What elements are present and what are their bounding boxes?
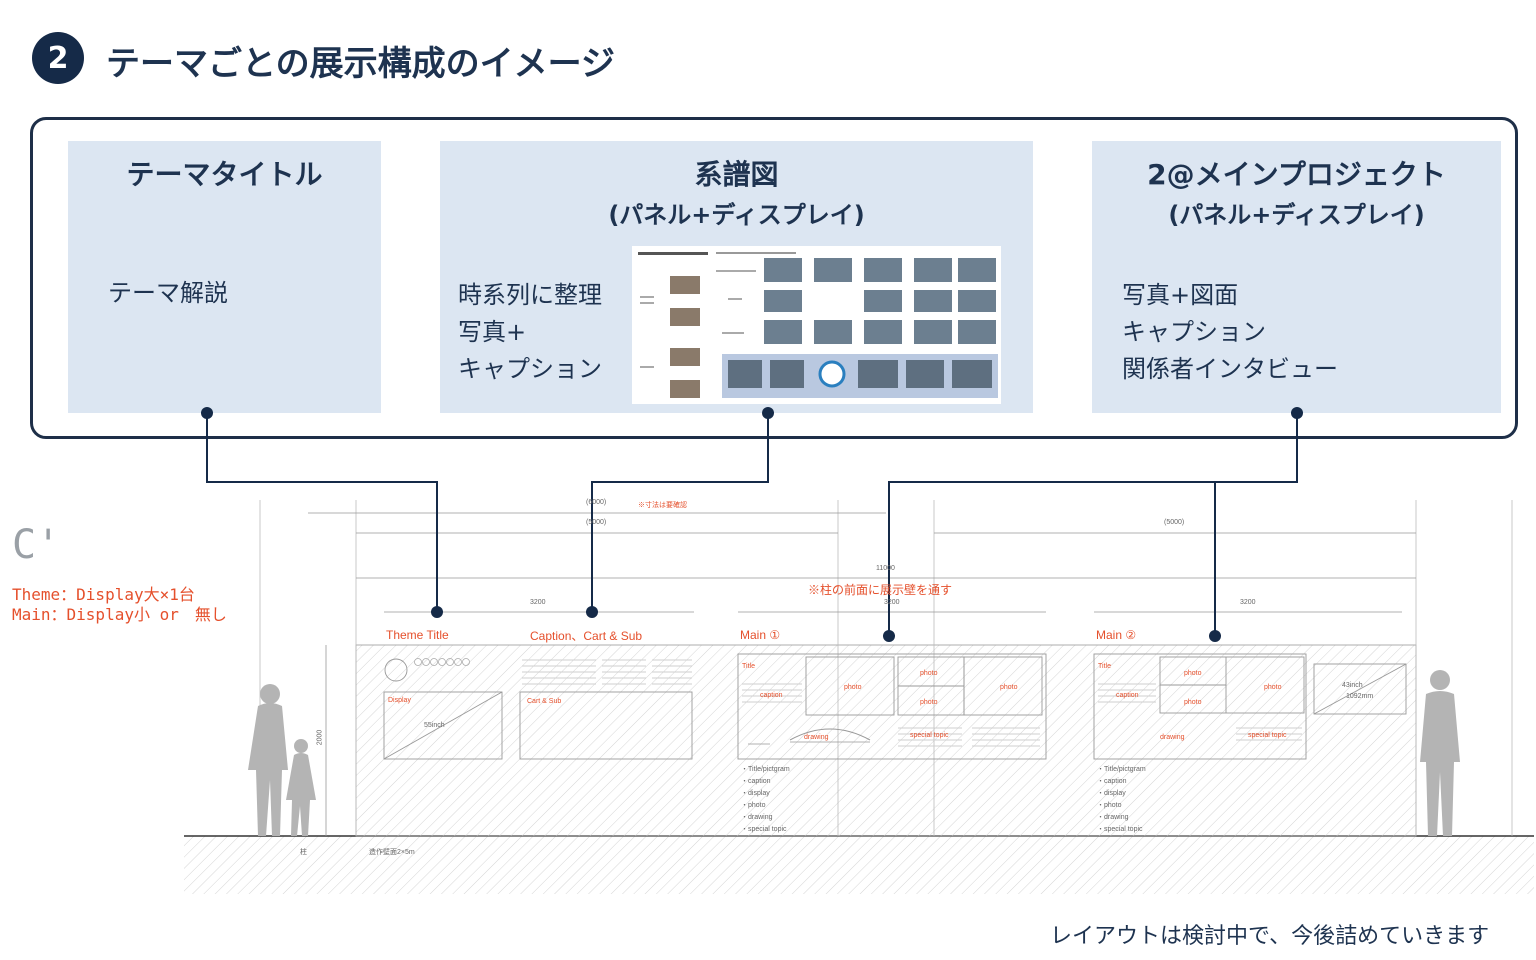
dimension-label: 3200: [884, 599, 900, 606]
list-item: ・special topic: [741, 826, 787, 833]
panel-photo-label: photo: [1184, 670, 1202, 677]
dimension-label: 3200: [530, 599, 546, 606]
zone-label-main2: Main ②: [1096, 628, 1137, 642]
list-item: ・special topic: [1097, 826, 1143, 833]
card-subtitle: (パネル+ディスプレイ): [1168, 201, 1425, 229]
card-subtitle: (パネル+ディスプレイ): [608, 201, 865, 229]
list-item: ・display: [1097, 790, 1126, 797]
height-dimension: 2000: [316, 729, 324, 746]
panel-photo-label: photo: [1264, 684, 1282, 691]
display-size-label: 55inch: [424, 722, 445, 729]
list-item: ・caption: [1097, 778, 1127, 785]
display-size-label: 1092mm: [1346, 693, 1374, 700]
footer-note: レイアウトは検討中で、今後詰めていきます: [1050, 924, 1490, 949]
panel-special-label: special topic: [910, 732, 949, 739]
card-line: 時系列に整理: [458, 281, 602, 309]
display-label: Display: [388, 697, 411, 704]
wall-label: 造作壁面2×5m: [369, 849, 415, 856]
panel-photo-label: photo: [844, 684, 862, 691]
cart-sub-label: Cart & Sub: [527, 698, 562, 705]
theme-frame: [30, 117, 1518, 439]
card-line: 写真+図面: [1122, 281, 1239, 309]
content-list-main1: ・Title/pictgram ・caption ・display ・photo…: [741, 764, 790, 836]
display-note-line: Theme：Display大×1台: [12, 585, 195, 604]
display-size-label: 43inch: [1342, 682, 1363, 689]
panel-photo-label: photo: [920, 670, 938, 677]
connector-dot: [201, 407, 213, 419]
page-title: テーマごとの展示構成のイメージ: [106, 44, 615, 84]
display-note-line: Main：Display小 or 無し: [12, 605, 227, 624]
list-item: ・caption: [741, 778, 771, 785]
panel-caption-label: caption: [760, 692, 783, 699]
panel-caption-label: caption: [1116, 692, 1139, 699]
card-theme-title: テーマタイトル テーマ解説: [68, 141, 381, 413]
panel-title-label: Title: [742, 663, 755, 670]
column-note: ※柱の前面に展示壁を通す: [808, 583, 953, 597]
list-item: ・Title/pictgram: [741, 766, 790, 773]
pillar-label: 柱: [300, 849, 307, 856]
list-item: ・photo: [1097, 802, 1122, 809]
dimension-label: (5000): [586, 519, 607, 526]
list-item: ・drawing: [1097, 814, 1129, 821]
dimension-label: 3200: [1240, 599, 1256, 606]
dimension-label: (5000): [1164, 519, 1185, 526]
connector-dot: [762, 407, 774, 419]
section-number-badge: 2: [32, 32, 84, 84]
card-title: 2@メインプロジェクト: [1147, 158, 1446, 191]
list-item: ・photo: [741, 802, 766, 809]
panel-drawing-label: drawing: [804, 734, 829, 741]
card-main-project: 2@メインプロジェクト (パネル+ディスプレイ) 写真+図面 キャプション 関係…: [1092, 141, 1501, 413]
card-line: キャプション: [1122, 318, 1266, 346]
list-item: ・Title/pictgram: [1097, 766, 1146, 773]
connector-dot: [883, 630, 895, 642]
genealogy-thumbnail: [632, 246, 1001, 404]
content-list-main2: ・Title/pictgram ・caption ・display ・photo…: [1097, 764, 1146, 836]
section-label: C': [12, 522, 61, 568]
card-line: テーマ解説: [108, 279, 228, 307]
list-item: ・drawing: [741, 814, 773, 821]
card-line: キャプション: [458, 355, 602, 383]
dimension-label: (6000): [586, 499, 607, 506]
dimension-note: ※寸法は要確認: [638, 502, 687, 509]
dimension-label: 11000: [876, 565, 895, 572]
card-line: 関係者インタビュー: [1122, 355, 1338, 383]
zone-label-main1: Main ①: [740, 628, 781, 642]
connector-dot: [431, 606, 443, 618]
panel-photo-label: photo: [1000, 684, 1018, 691]
connector-dot: [1209, 630, 1221, 642]
card-title: 系譜図: [694, 158, 779, 191]
panel-photo-label: photo: [920, 699, 938, 706]
zone-label-caption-cart: Caption、Cart & Sub: [530, 629, 643, 643]
zone-label-theme-title: Theme Title: [386, 628, 449, 642]
card-title: テーマタイトル: [126, 158, 323, 191]
panel-photo-label: photo: [1184, 699, 1202, 706]
connector-dot: [1291, 407, 1303, 419]
display-note: Theme：Display大×1台 Main：Display小 or 無し: [12, 585, 227, 625]
panel-title-label: Title: [1098, 663, 1111, 670]
connector-dot: [586, 606, 598, 618]
list-item: ・display: [741, 790, 770, 797]
panel-drawing-label: drawing: [1160, 734, 1185, 741]
panel-special-label: special topic: [1248, 732, 1287, 739]
card-line: 写真+: [458, 318, 527, 346]
